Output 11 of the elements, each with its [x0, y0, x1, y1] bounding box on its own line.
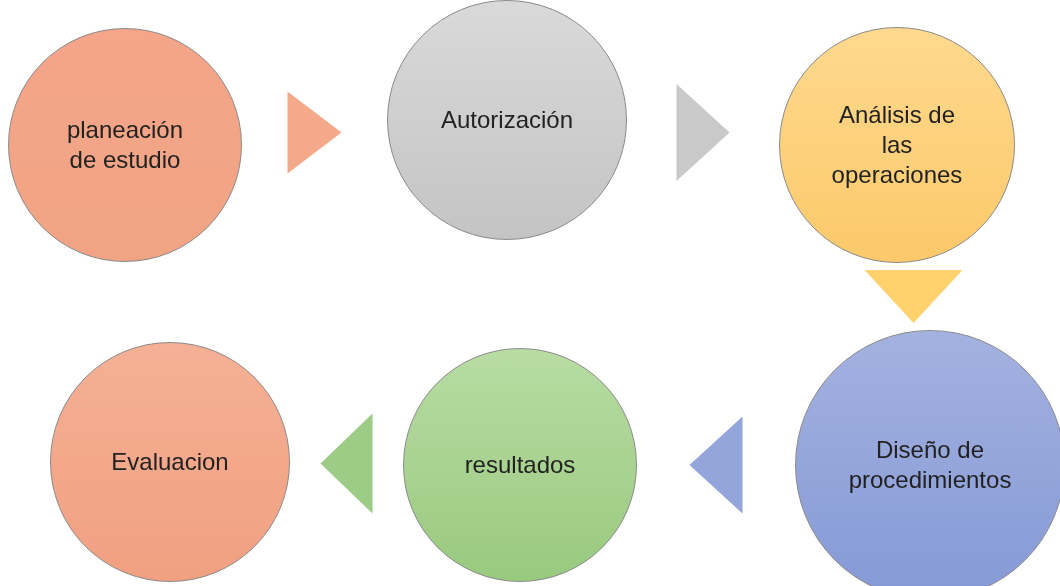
node-label: Diseño de procedimientos [847, 435, 1013, 495]
node-label: Autorización [440, 105, 574, 135]
node-label: resultados [464, 450, 576, 480]
node-label: planeación de estudio [65, 115, 185, 175]
node-label: Evaluacion [111, 447, 229, 477]
chevron-arrow [320, 413, 373, 514]
chevron-arrow [287, 91, 342, 174]
chevron-arrow [676, 84, 730, 181]
chevron-arrow [689, 416, 743, 514]
chevron-arrow [864, 270, 963, 323]
node-label: Análisis de las operaciones [830, 100, 964, 190]
